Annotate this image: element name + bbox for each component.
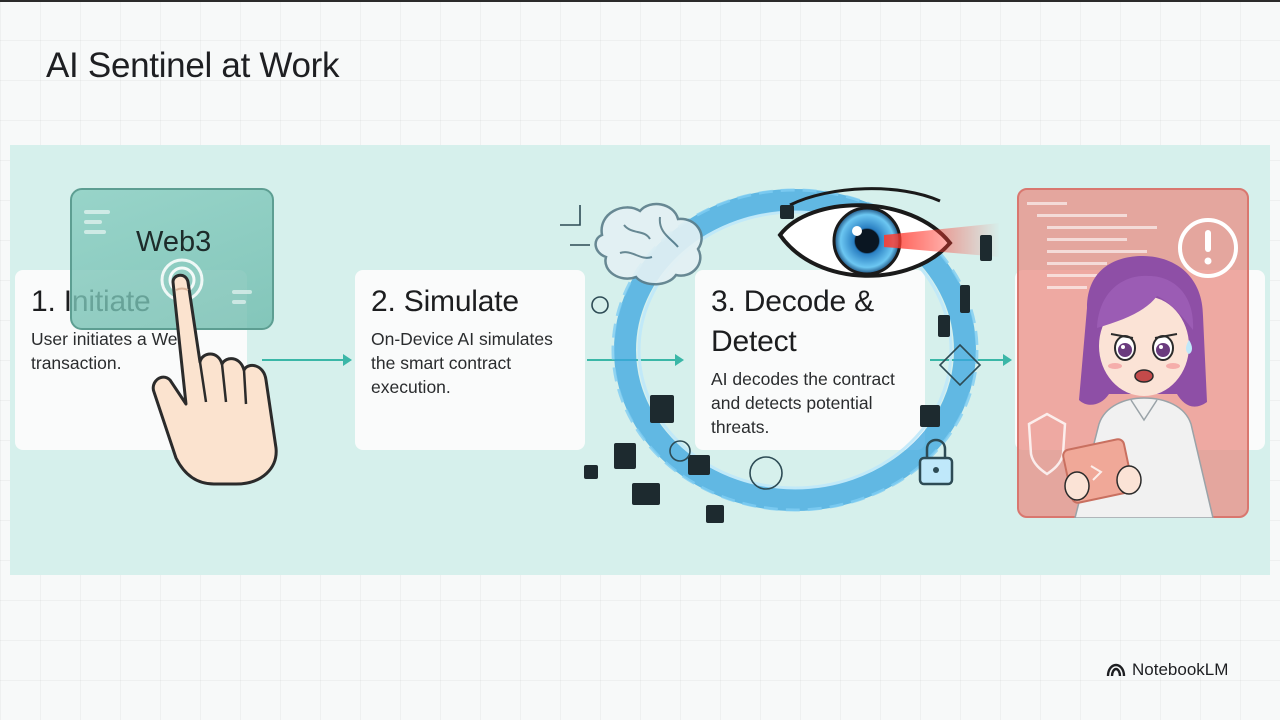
notebooklm-branding: NotebookLM bbox=[1106, 660, 1228, 680]
ai-scanner-illustration bbox=[560, 187, 1000, 523]
step-card-decode-detect: 3. Decode & Detect AI decodes the contra… bbox=[695, 270, 925, 450]
lock-icon bbox=[918, 438, 954, 486]
notebooklm-logo-icon bbox=[1106, 663, 1126, 677]
slide-title: AI Sentinel at Work bbox=[46, 46, 340, 85]
top-border bbox=[0, 0, 1280, 2]
worried-user-icon bbox=[1027, 202, 1238, 518]
exclamation-icon bbox=[1178, 218, 1238, 278]
connector-arrow-1 bbox=[262, 354, 352, 366]
brain-icon bbox=[594, 202, 703, 286]
step-description: User initiates a Web3 transaction. bbox=[31, 329, 198, 373]
step-heading: 3. Decode & Detect bbox=[711, 285, 874, 358]
step-description: AI decodes the contract and detects pote… bbox=[711, 369, 895, 437]
web3-card-illustration: Web3 bbox=[70, 188, 274, 330]
shield-icon bbox=[1027, 412, 1067, 476]
pointing-hand-icon bbox=[151, 258, 278, 486]
brand-name: NotebookLM bbox=[1132, 660, 1229, 679]
eye-icon bbox=[777, 187, 1000, 278]
step-card-simulate: 2. Simulate On-Device AI simulates the s… bbox=[355, 270, 585, 450]
step-heading: 2. Simulate bbox=[371, 285, 519, 318]
web3-label: Web3 bbox=[136, 226, 212, 258]
step-description: On-Device AI simulates the smart contrac… bbox=[371, 329, 553, 397]
